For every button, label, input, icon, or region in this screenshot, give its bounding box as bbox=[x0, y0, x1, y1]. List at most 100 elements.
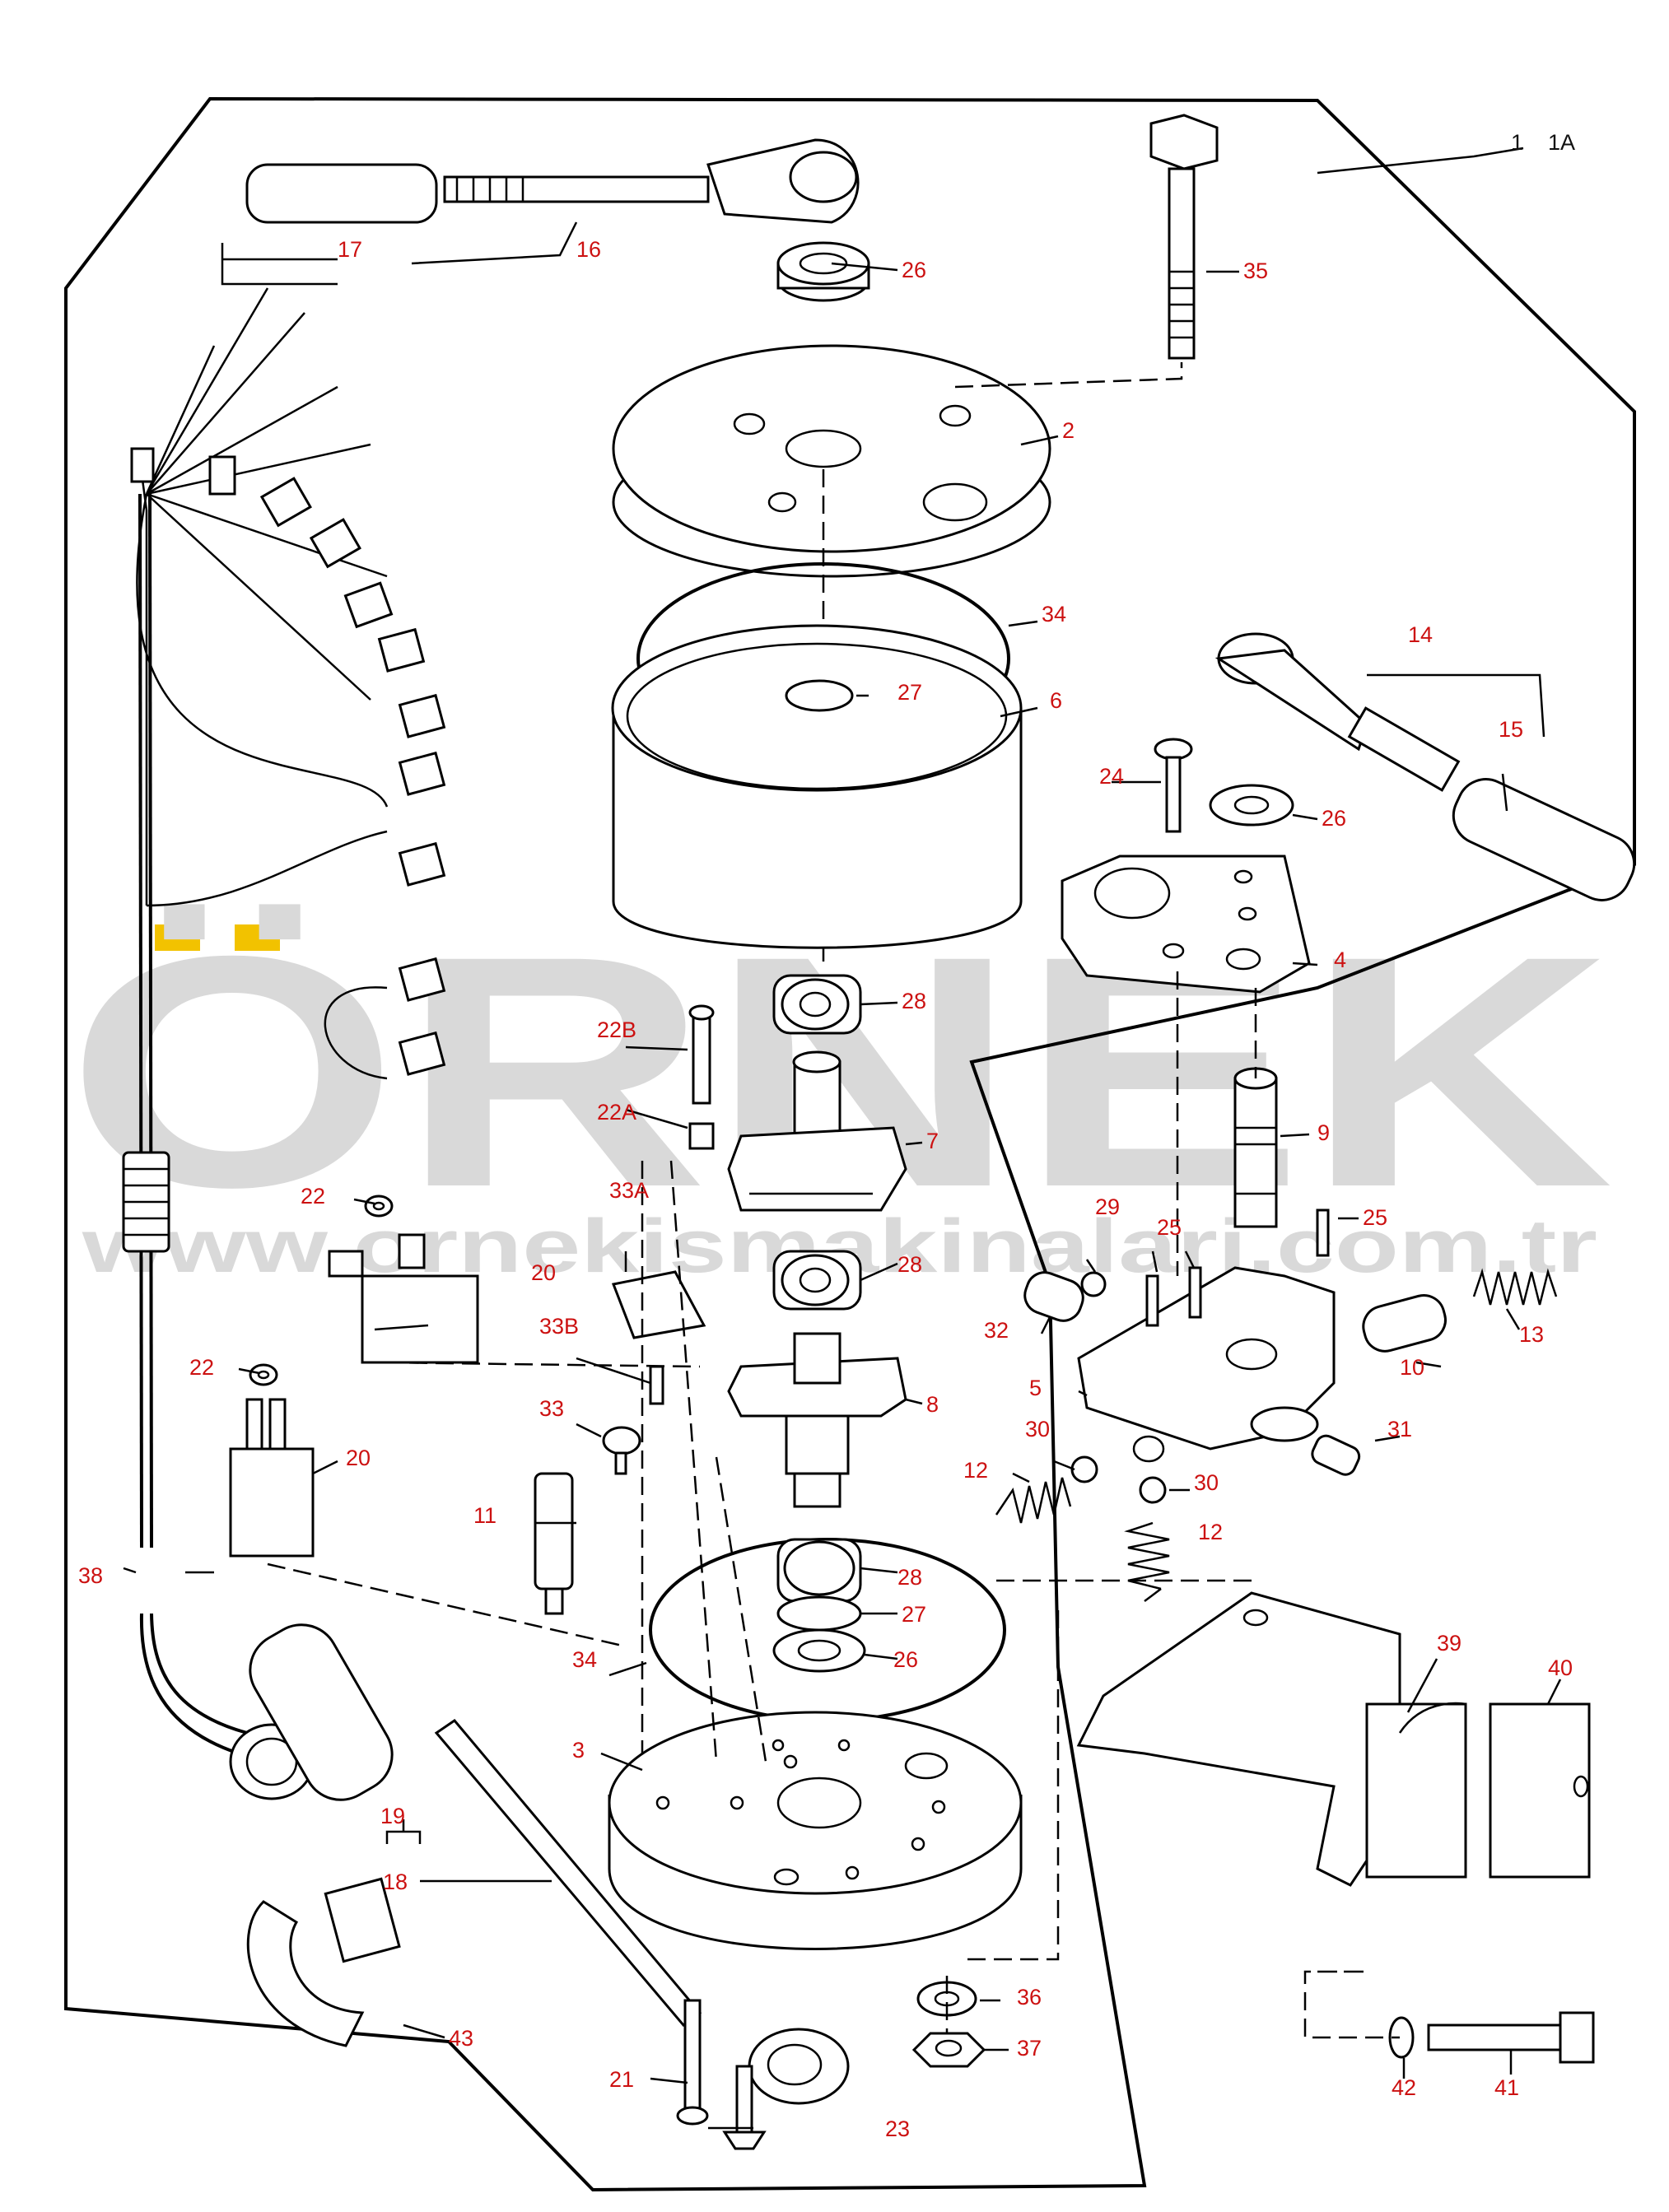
label-24: 24 bbox=[1099, 764, 1124, 789]
cable-tie-43 bbox=[246, 1877, 401, 2047]
label-38: 38 bbox=[78, 1563, 103, 1588]
terminal-2 bbox=[208, 455, 236, 496]
pins-25 bbox=[1145, 1208, 1330, 1327]
nut-22-upper bbox=[364, 1194, 394, 1218]
terminal-1 bbox=[130, 447, 155, 483]
terminal-8 bbox=[398, 751, 446, 796]
cover-plate-2 bbox=[612, 344, 1051, 578]
ball-29 bbox=[1080, 1271, 1107, 1297]
label-37: 37 bbox=[1017, 2036, 1042, 2061]
label-28b: 28 bbox=[897, 1252, 922, 1277]
label-41: 41 bbox=[1494, 2075, 1519, 2100]
bolt-41 bbox=[1427, 2011, 1595, 2064]
label-25b: 25 bbox=[1363, 1205, 1387, 1230]
spring-12-right bbox=[1124, 1521, 1170, 1590]
handle-grip-17 bbox=[245, 163, 438, 224]
washer-27 bbox=[785, 679, 854, 712]
label-32: 32 bbox=[984, 1318, 1009, 1343]
label-28a: 28 bbox=[902, 989, 926, 1013]
label-20b: 20 bbox=[346, 1446, 371, 1470]
washer-26-right bbox=[1209, 784, 1294, 827]
label-25a: 25 bbox=[1157, 1215, 1182, 1240]
label-12a: 12 bbox=[963, 1458, 988, 1483]
handle-grip-19 bbox=[249, 1623, 394, 1801]
label-33B: 33B bbox=[539, 1314, 579, 1339]
bearing-stack-lower bbox=[772, 1538, 866, 1673]
label-12b: 12 bbox=[1198, 1520, 1223, 1544]
ball-30-lower bbox=[1139, 1476, 1167, 1504]
label-13: 13 bbox=[1519, 1322, 1544, 1347]
wiring-harness bbox=[122, 287, 446, 1800]
label-15: 15 bbox=[1499, 717, 1523, 742]
bearing-28-mid bbox=[772, 1250, 862, 1311]
clamp-40 bbox=[1365, 1702, 1591, 1879]
label-17: 17 bbox=[338, 237, 362, 262]
bearing-28-top bbox=[772, 974, 862, 1035]
washer-26-top bbox=[776, 241, 870, 302]
label-34a: 34 bbox=[1042, 602, 1066, 626]
screw-33 bbox=[602, 1426, 641, 1475]
terminal-3 bbox=[259, 477, 312, 528]
lever-14 bbox=[1214, 632, 1461, 792]
label-22A: 22A bbox=[597, 1100, 636, 1125]
pin-33B bbox=[649, 1365, 664, 1405]
leader-lines bbox=[123, 147, 1562, 2130]
spring-12-left bbox=[995, 1477, 1072, 1524]
lower-lever-eye bbox=[748, 2028, 850, 2105]
label-16: 16 bbox=[576, 237, 601, 262]
label-23: 23 bbox=[885, 2117, 910, 2141]
screw-23 bbox=[722, 2065, 767, 2150]
washer-42 bbox=[1388, 2016, 1415, 2059]
label-8: 8 bbox=[926, 1392, 939, 1417]
bracket-plate-4 bbox=[1061, 855, 1311, 994]
label-35: 35 bbox=[1243, 258, 1268, 283]
label-26a: 26 bbox=[902, 258, 926, 282]
guide-line bbox=[1303, 1970, 1400, 2039]
spacer-22A bbox=[688, 1122, 715, 1150]
cam-shaft-8 bbox=[727, 1332, 907, 1508]
label-22b: 22 bbox=[189, 1355, 214, 1380]
label-26c: 26 bbox=[893, 1647, 918, 1672]
bolt-35 bbox=[1149, 114, 1219, 360]
label-14: 14 bbox=[1408, 622, 1433, 647]
label-27b: 27 bbox=[902, 1602, 926, 1627]
label-43: 43 bbox=[449, 2026, 473, 2051]
label-9: 9 bbox=[1317, 1120, 1330, 1145]
sleeve-11 bbox=[534, 1472, 574, 1615]
roller-10 bbox=[1362, 1294, 1447, 1353]
bolt-35-leader bbox=[954, 362, 1183, 389]
handle-assembly-16 bbox=[245, 138, 860, 224]
terminal-5 bbox=[343, 581, 394, 629]
label-1A: 1A bbox=[1548, 130, 1575, 155]
threaded-rod-16 bbox=[443, 175, 710, 203]
guide-line bbox=[669, 1160, 718, 1763]
label-5: 5 bbox=[1029, 1376, 1042, 1400]
body-5 bbox=[1077, 1266, 1336, 1463]
terminal-9 bbox=[398, 841, 446, 887]
terminal-7 bbox=[398, 693, 446, 738]
part-labels: 1 1A 2 3 4 5 6 7 8 9 10 11 12 12 13 14 1… bbox=[78, 130, 1575, 2141]
label-42: 42 bbox=[1392, 2075, 1416, 2100]
label-26b: 26 bbox=[1322, 806, 1346, 831]
screw-24 bbox=[1154, 738, 1193, 833]
label-22: 22 bbox=[301, 1184, 325, 1208]
microswitch-20-upper bbox=[328, 1233, 479, 1364]
ball-30-upper bbox=[1070, 1455, 1098, 1483]
label-20a: 20 bbox=[531, 1260, 556, 1285]
terminal-4 bbox=[309, 518, 361, 569]
label-29: 29 bbox=[1095, 1194, 1120, 1219]
label-40: 40 bbox=[1548, 1656, 1573, 1680]
housing-6 bbox=[611, 562, 1023, 949]
label-30a: 30 bbox=[1025, 1417, 1050, 1441]
label-4: 4 bbox=[1334, 948, 1346, 972]
terminal-11 bbox=[398, 1031, 446, 1076]
label-33A: 33A bbox=[609, 1178, 649, 1203]
terminal-6 bbox=[377, 627, 426, 673]
nut-22-lower bbox=[249, 1363, 278, 1386]
guide-line bbox=[382, 1361, 701, 1368]
watermark-accent bbox=[155, 924, 200, 951]
screw-22B bbox=[688, 1004, 715, 1105]
label-34b: 34 bbox=[572, 1647, 597, 1672]
label-2: 2 bbox=[1062, 418, 1075, 443]
terminal-10 bbox=[398, 957, 446, 1002]
